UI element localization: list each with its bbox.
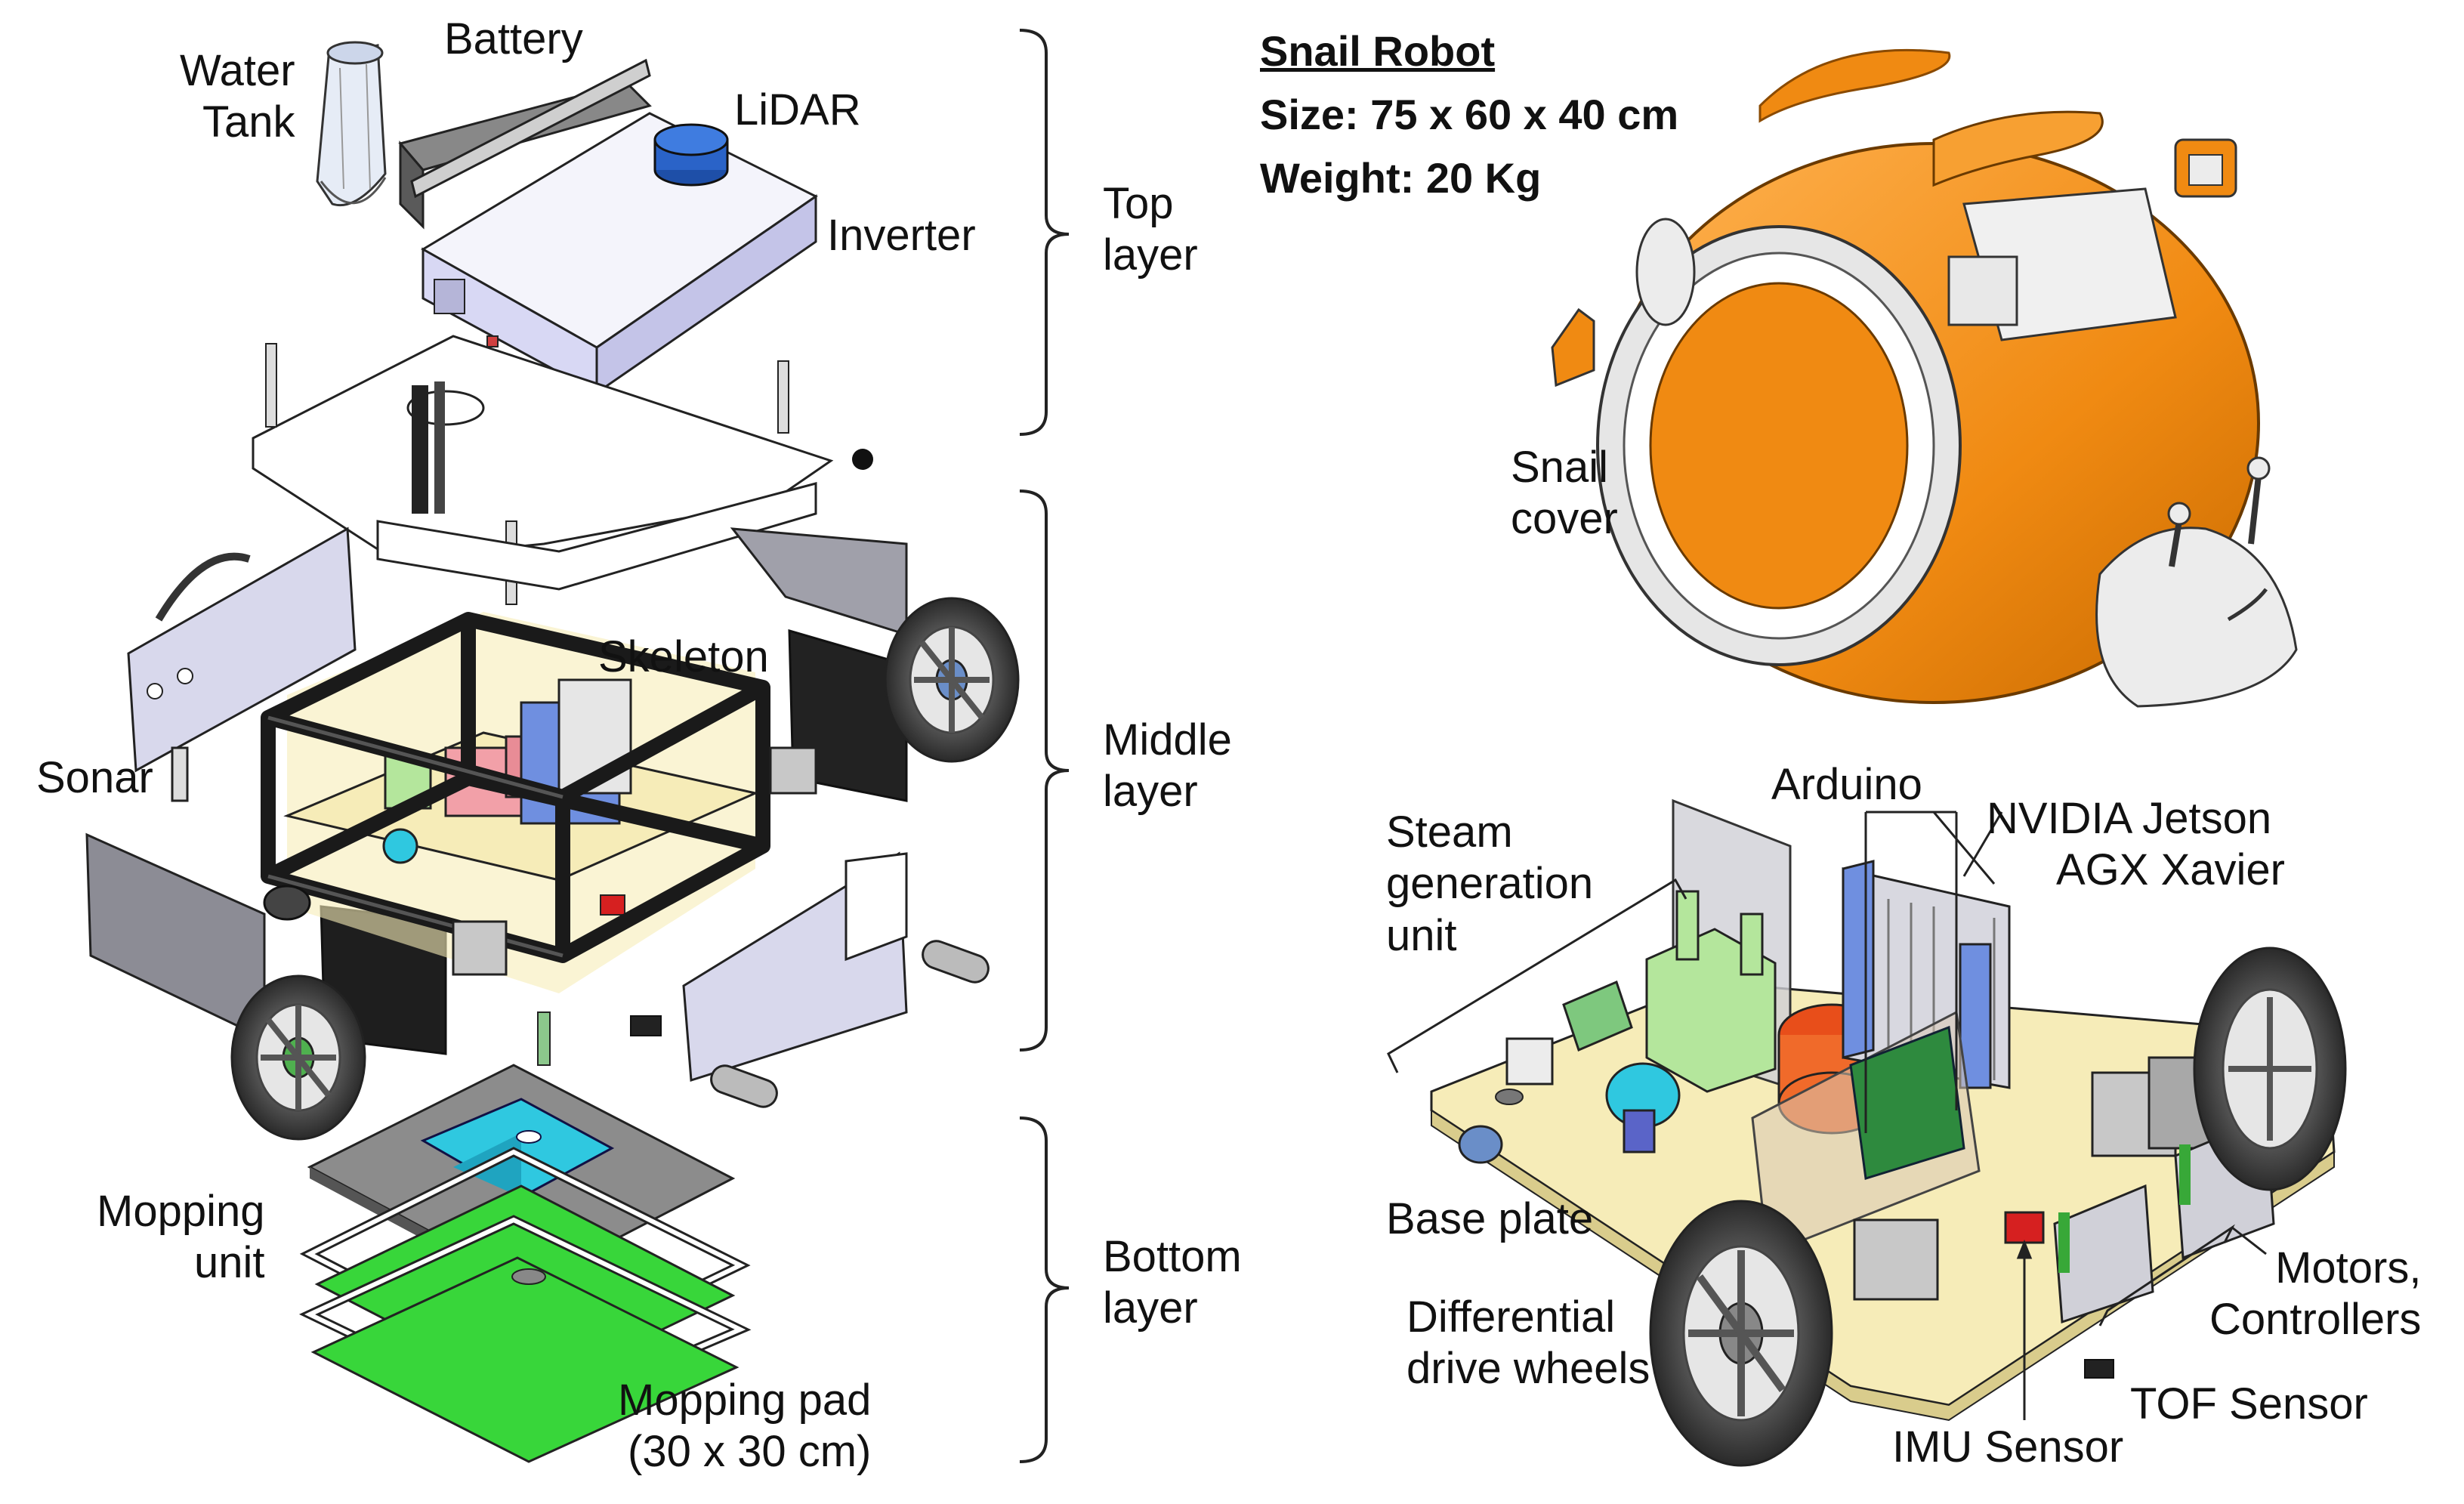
- left-wheel: [230, 974, 366, 1141]
- layer-braces: [1019, 29, 1070, 1463]
- spec-weight: Weight: 20 Kg: [1260, 154, 1542, 202]
- top-plate: [252, 335, 834, 605]
- label-arduino: Arduino: [1771, 760, 1922, 809]
- label-lidar: LiDAR: [734, 85, 861, 134]
- label-sonar: Sonar: [36, 753, 153, 802]
- label-water-tank: Water Tank: [180, 46, 295, 147]
- label-steam-unit: Steam generation unit: [1386, 808, 1594, 960]
- label-snail-cover: Snail cover: [1511, 443, 1618, 544]
- label-bottom-layer: Bottom layer: [1103, 1232, 1242, 1333]
- nut-right: [852, 449, 873, 470]
- skeleton-frame: [261, 612, 817, 993]
- label-inverter: Inverter: [827, 211, 976, 260]
- mopping-frames: [298, 1147, 752, 1463]
- water-tank: [316, 41, 387, 207]
- sonar: [171, 746, 189, 802]
- label-nvidia-jetson: NVIDIA Jetson AGX Xavier: [1987, 794, 2285, 895]
- right-wheel: [884, 597, 1020, 763]
- leader-lines: [1387, 811, 2267, 1420]
- lidar: [653, 123, 729, 187]
- label-imu-sensor: IMU Sensor: [1892, 1422, 2124, 1472]
- spec-block: Snail Robot Size: 75 x 60 x 40 cm Weight…: [1260, 20, 1678, 210]
- spec-title: Snail Robot: [1260, 27, 1496, 75]
- label-tof-sensor: TOF Sensor: [2130, 1379, 2368, 1428]
- label-top-layer: Top layer: [1103, 179, 1198, 280]
- spec-size: Size: 75 x 60 x 40 cm: [1260, 91, 1679, 138]
- label-battery: Battery: [444, 14, 583, 63]
- middle-panels: [85, 527, 908, 1082]
- label-middle-layer: Middle layer: [1103, 715, 1232, 817]
- standoffs: [537, 940, 990, 1108]
- label-motors-controllers: Motors, Controllers: [2209, 1243, 2422, 1345]
- label-differential-wheels: Differential drive wheels: [1406, 1292, 1650, 1394]
- label-mopping-pad: Mopping pad (30 x 30 cm): [618, 1376, 872, 1477]
- caster: [263, 885, 311, 921]
- label-skeleton: Skeleton: [598, 632, 769, 681]
- label-base-plate: Base plate: [1386, 1194, 1594, 1243]
- battery: [398, 58, 652, 230]
- label-mopping-unit: Mopping unit: [97, 1187, 265, 1288]
- snail-cover-render: [1551, 48, 2298, 708]
